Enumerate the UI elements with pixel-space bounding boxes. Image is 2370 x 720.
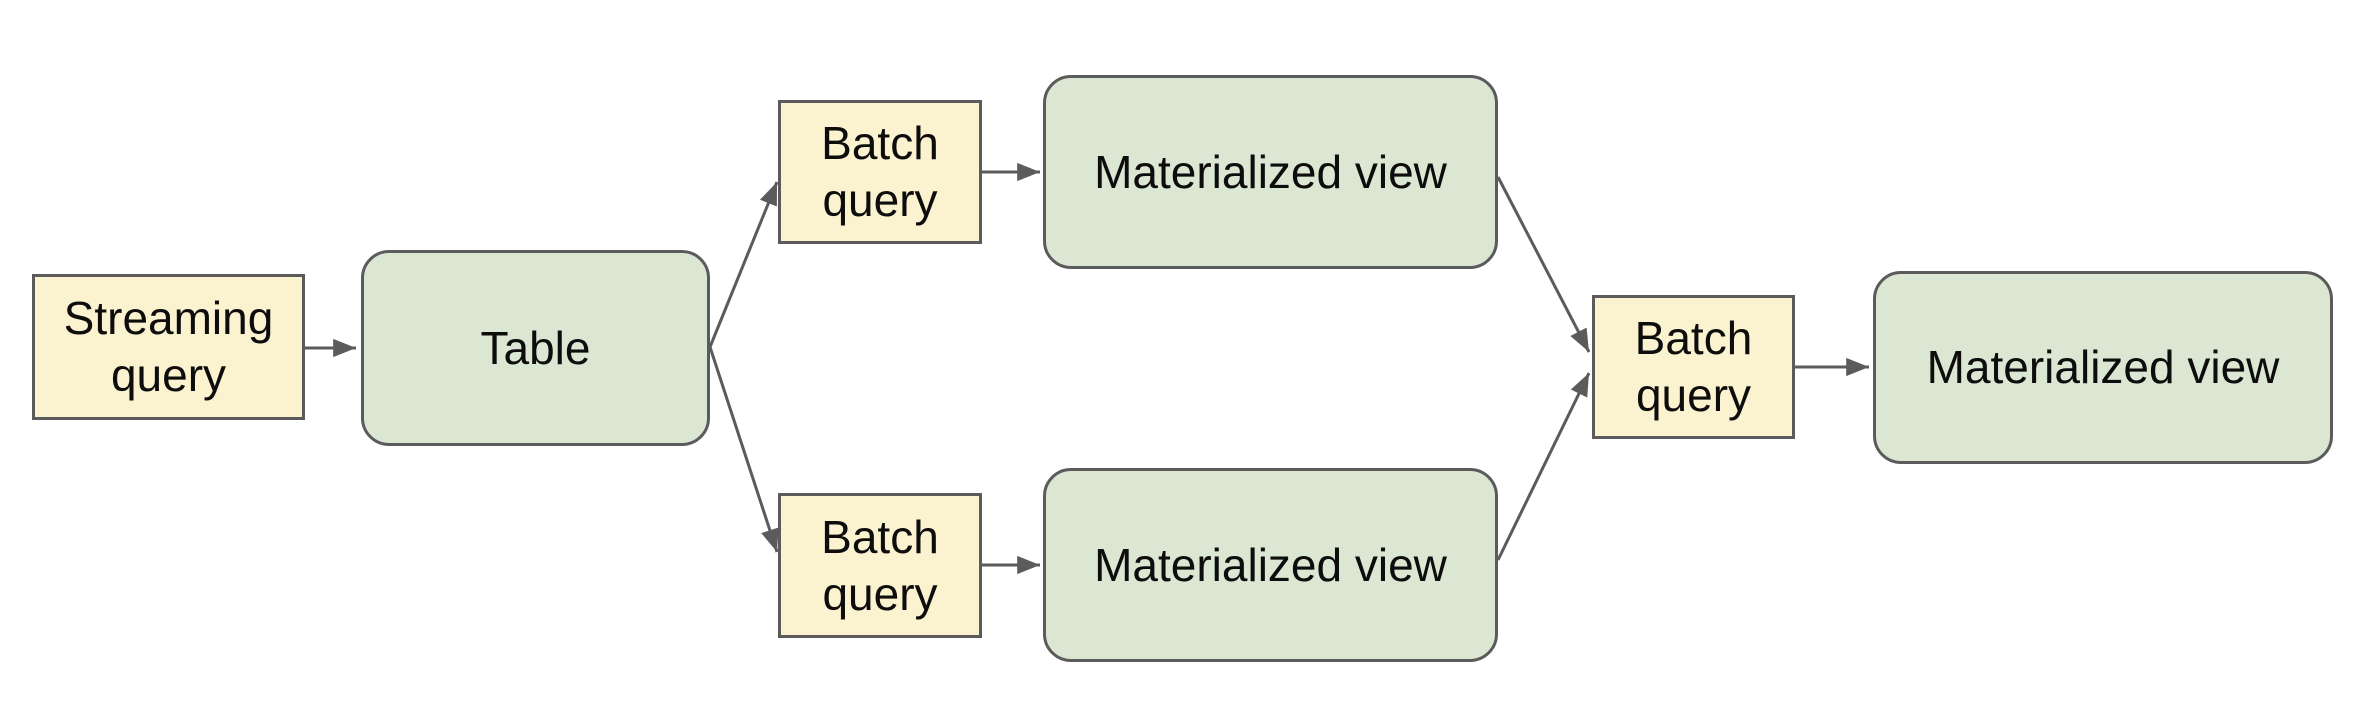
- arrow-table-to-batch-top: [708, 181, 779, 348]
- node-materialized-view-bottom: Materialized view: [1043, 468, 1498, 662]
- node-batch-query-top: Batch query: [778, 100, 982, 244]
- node-materialized-view-final: Materialized view: [1873, 271, 2333, 464]
- arrow-mv-top-to-batch-join: [1496, 176, 1591, 353]
- node-batch-query-join: Batch query: [1592, 295, 1795, 439]
- arrow-mv-bottom-to-batch-join: [1496, 372, 1591, 561]
- node-table-label: Table: [480, 321, 591, 374]
- node-batch-query-top-label: Batch query: [821, 117, 939, 226]
- node-materialized-view-top-label: Materialized view: [1094, 145, 1447, 198]
- node-batch-query-bottom-label: Batch query: [821, 510, 939, 620]
- node-materialized-view-bottom-label: Materialized view: [1094, 538, 1447, 591]
- node-table: Table: [361, 250, 710, 446]
- node-batch-query-join-label: Batch query: [1634, 312, 1753, 421]
- node-streaming-query: Streaming query: [32, 274, 305, 420]
- arrow-table-to-batch-bottom: [708, 346, 779, 553]
- node-batch-query-bottom: Batch query: [778, 493, 982, 638]
- node-materialized-view-top: Materialized view: [1043, 75, 1498, 269]
- node-streaming-query-label: Streaming query: [63, 292, 274, 401]
- node-materialized-view-final-label: Materialized view: [1926, 341, 2280, 393]
